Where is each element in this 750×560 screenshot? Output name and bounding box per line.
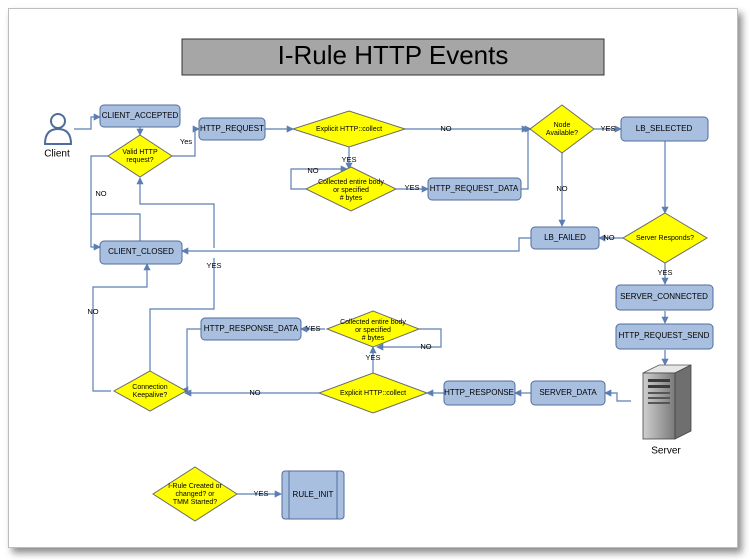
event-client-accepted: CLIENT_ACCEPTED <box>99 104 181 128</box>
svg-text:# bytes: # bytes <box>362 335 385 342</box>
decision-connection-keepalive: Connection Keepalive? <box>112 370 188 412</box>
event-http-request: HTTP_REQUEST <box>198 117 266 141</box>
event-rule-init: RULE_INIT <box>281 470 345 520</box>
edge-label-yes-server: YES <box>657 268 672 277</box>
svg-text:I-Rule HTTP Events: I-Rule HTTP Events <box>278 40 509 70</box>
svg-text:HTTP_REQUEST_SEND: HTTP_REQUEST_SEND <box>619 331 710 340</box>
edge-reqdata-to-node <box>521 125 532 190</box>
edge-label-yes-keepalive: YES <box>206 261 221 270</box>
edge-keepalive-no <box>92 263 151 392</box>
svg-text:RULE_INIT: RULE_INIT <box>293 490 334 499</box>
edge-label-no-collect-req: NO <box>440 124 451 133</box>
edge-labels: Yes NO NO YES NO YES YES NO NO YES YES N… <box>87 124 672 498</box>
client-actor: Client <box>43 113 73 160</box>
decision-collected-req: Collected entire body or specified # byt… <box>304 166 398 212</box>
server-label: Server <box>651 446 681 457</box>
svg-text:or specified: or specified <box>333 187 369 194</box>
diagram-slide: I-Rule HTTP Events <box>8 8 738 548</box>
event-server-data: SERVER_DATA <box>530 380 606 406</box>
edge-lbfailed-to-closed <box>181 237 531 255</box>
edge-label-yes-init: YES <box>253 489 268 498</box>
edge-label-yes-collected-req: YES <box>404 183 419 192</box>
event-http-response-data: HTTP_RESPONSE_DATA <box>200 317 302 341</box>
edge-label-no-loop-req: NO <box>307 166 318 175</box>
edge-label-yes-valid: Yes <box>180 137 192 146</box>
svg-text:Collected entire body: Collected entire body <box>318 179 384 186</box>
svg-text:Collected entire body: Collected entire body <box>340 319 406 326</box>
client-label: Client <box>44 149 70 160</box>
decision-valid-http: Valid HTTP request? <box>107 134 173 178</box>
svg-text:Connection: Connection <box>132 384 168 391</box>
svg-text:HTTP_RESPONSE: HTTP_RESPONSE <box>444 388 514 397</box>
svg-text:Valid HTTP: Valid HTTP <box>122 149 158 156</box>
svg-text:Keepalive?: Keepalive? <box>133 392 168 399</box>
edge-server-to-data <box>604 389 631 402</box>
edge-label-no-collect-resp: NO <box>249 388 260 397</box>
connectors <box>74 113 669 498</box>
edge-label-no-node: NO <box>556 184 567 193</box>
event-lb-selected: LB_SELECTED <box>620 116 709 142</box>
edge-valid-yes <box>172 125 200 157</box>
svg-text:changed? or: changed? or <box>176 491 216 498</box>
edge-label-yes-collect-resp: YES <box>365 353 380 362</box>
server-icon <box>642 364 692 440</box>
flowchart-canvas: I-Rule HTTP Events <box>43 38 714 522</box>
svg-text:HTTP_RESPONSE_DATA: HTTP_RESPONSE_DATA <box>204 324 299 333</box>
svg-text:Node: Node <box>554 122 571 129</box>
decision-collected-resp: Collected entire body or specified # byt… <box>325 310 421 348</box>
diagram-title: I-Rule HTTP Events <box>181 38 605 76</box>
event-client-closed: CLIENT_CLOSED <box>99 240 183 265</box>
edge-label-no-server: NO <box>603 233 614 242</box>
edge-label-no-loop-resp: NO <box>420 342 431 351</box>
decision-explicit-collect-req: Explicit HTTP::collect <box>291 110 407 148</box>
decision-server-responds: Server Responds? <box>622 212 708 264</box>
svg-text:Server Responds?: Server Responds? <box>636 235 694 242</box>
edge-label-no-valid: NO <box>95 189 106 198</box>
decision-node-available: Node Available? <box>529 104 595 154</box>
svg-text:Available?: Available? <box>546 130 578 137</box>
edge-label-no-keepalive: NO <box>87 307 98 316</box>
svg-text:CLIENT_ACCEPTED: CLIENT_ACCEPTED <box>102 111 179 120</box>
svg-text:Explicit HTTP::collect: Explicit HTTP::collect <box>340 390 406 397</box>
event-http-request-data: HTTP_REQUEST_DATA <box>427 177 522 201</box>
event-http-request-send: HTTP_REQUEST_SEND <box>615 323 714 350</box>
server-actor: Server <box>642 364 692 457</box>
svg-text:Explicit HTTP::collect: Explicit HTTP::collect <box>316 126 382 133</box>
event-lb-failed: LB_FAILED <box>530 226 600 250</box>
svg-text:CLIENT_CLOSED: CLIENT_CLOSED <box>108 247 174 256</box>
decision-irule-created: I-Rule Created or changed? or TMM Starte… <box>152 466 238 522</box>
edge-client-to-accepted <box>74 113 101 130</box>
svg-text:request?: request? <box>126 157 153 164</box>
svg-text:SERVER_DATA: SERVER_DATA <box>539 388 597 397</box>
event-http-response: HTTP_RESPONSE <box>443 380 516 406</box>
event-server-connected: SERVER_CONNECTED <box>615 284 714 311</box>
edge-closed-vertical <box>91 213 141 241</box>
svg-text:# bytes: # bytes <box>340 195 363 202</box>
edge-respdata-to-keepalive <box>181 328 201 394</box>
person-icon <box>43 113 73 145</box>
svg-text:SERVER_CONNECTED: SERVER_CONNECTED <box>620 292 708 301</box>
svg-text:I-Rule Created or: I-Rule Created or <box>168 483 222 490</box>
edge-keepalive-yes <box>140 178 215 373</box>
edge-label-yes-collect-req: YES <box>341 155 356 164</box>
svg-text:TMM Started?: TMM Started? <box>173 499 217 506</box>
edge-collected-resp-no <box>376 328 442 351</box>
edge-collected-req-no <box>290 165 348 190</box>
svg-text:HTTP_REQUEST_DATA: HTTP_REQUEST_DATA <box>430 184 519 193</box>
svg-text:HTTP_REQUEST: HTTP_REQUEST <box>200 124 264 133</box>
edge-valid-no <box>90 155 109 251</box>
svg-text:or specified: or specified <box>355 327 391 334</box>
svg-text:LB_FAILED: LB_FAILED <box>544 233 586 242</box>
svg-text:LB_SELECTED: LB_SELECTED <box>636 124 693 133</box>
decision-explicit-collect-resp: Explicit HTTP::collect <box>317 372 429 414</box>
edge-label-yes-collected-resp: YES <box>305 324 320 333</box>
edge-label-yes-node: YES <box>600 124 615 133</box>
